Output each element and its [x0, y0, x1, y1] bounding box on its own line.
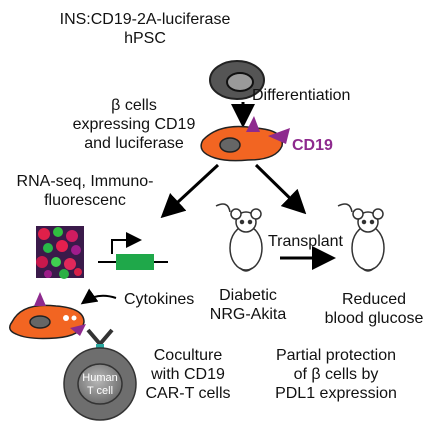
cytokines-arrow [80, 288, 117, 305]
immunofluorescence-image [36, 226, 84, 279]
cd19-label: CD19 [292, 137, 333, 154]
gene-construct-icon [98, 232, 168, 270]
rnaseq-label: RNA-seq, Immuno- fluorescenc [16, 173, 154, 209]
reduced-glucose-label: Reduced blood glucose [324, 291, 424, 327]
cytokines-label: Cytokines [124, 291, 195, 308]
tcell-icon [63, 347, 137, 421]
diabetic-mouse-icon [215, 203, 263, 272]
source-label: INS:CD19-2A-luciferase hPSC [59, 11, 231, 47]
coculture-beta-cell-icon [9, 292, 86, 340]
tcell-label: Human T cell [82, 372, 118, 397]
diabetic-label: Diabetic NRG-Akita [209, 287, 287, 323]
beta-cell-icon [200, 116, 290, 162]
rnaseq-arrow [160, 163, 220, 219]
coculture-label: Coculture with CD19 CAR-T cells [145, 347, 231, 402]
transplant-label: Transplant [268, 233, 343, 250]
reduced-glucose-mouse-icon [337, 203, 385, 272]
cd19-marker-icon [246, 116, 260, 132]
differentiation-label: Differentiation [252, 87, 351, 104]
transplant-branch-arrow [254, 163, 307, 215]
partial-protection-label: Partial protection of β cells by PDL1 ex… [275, 347, 397, 402]
hpsc-cell-icon [209, 60, 265, 100]
beta-cells-label: β cells expressing CD19 and luciferase [72, 97, 196, 152]
